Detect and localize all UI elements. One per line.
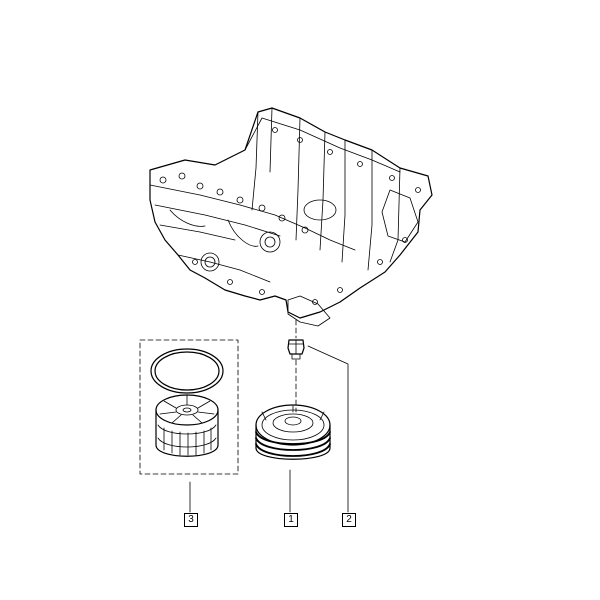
leader-line-2 bbox=[307, 345, 349, 513]
filter-seal-ring bbox=[150, 348, 224, 394]
callout-label-1: 1 bbox=[284, 513, 298, 527]
callout-label-3: 3 bbox=[184, 513, 198, 527]
kit-dashed-frame bbox=[139, 339, 239, 475]
drain-plug bbox=[287, 339, 305, 360]
block-bolt-bosses bbox=[159, 127, 421, 305]
oil-filter-housing-cap bbox=[255, 404, 331, 460]
oil-filter-cartridge bbox=[155, 394, 219, 457]
callout-label-2: 2 bbox=[342, 513, 356, 527]
engine-block-casting bbox=[149, 107, 433, 327]
